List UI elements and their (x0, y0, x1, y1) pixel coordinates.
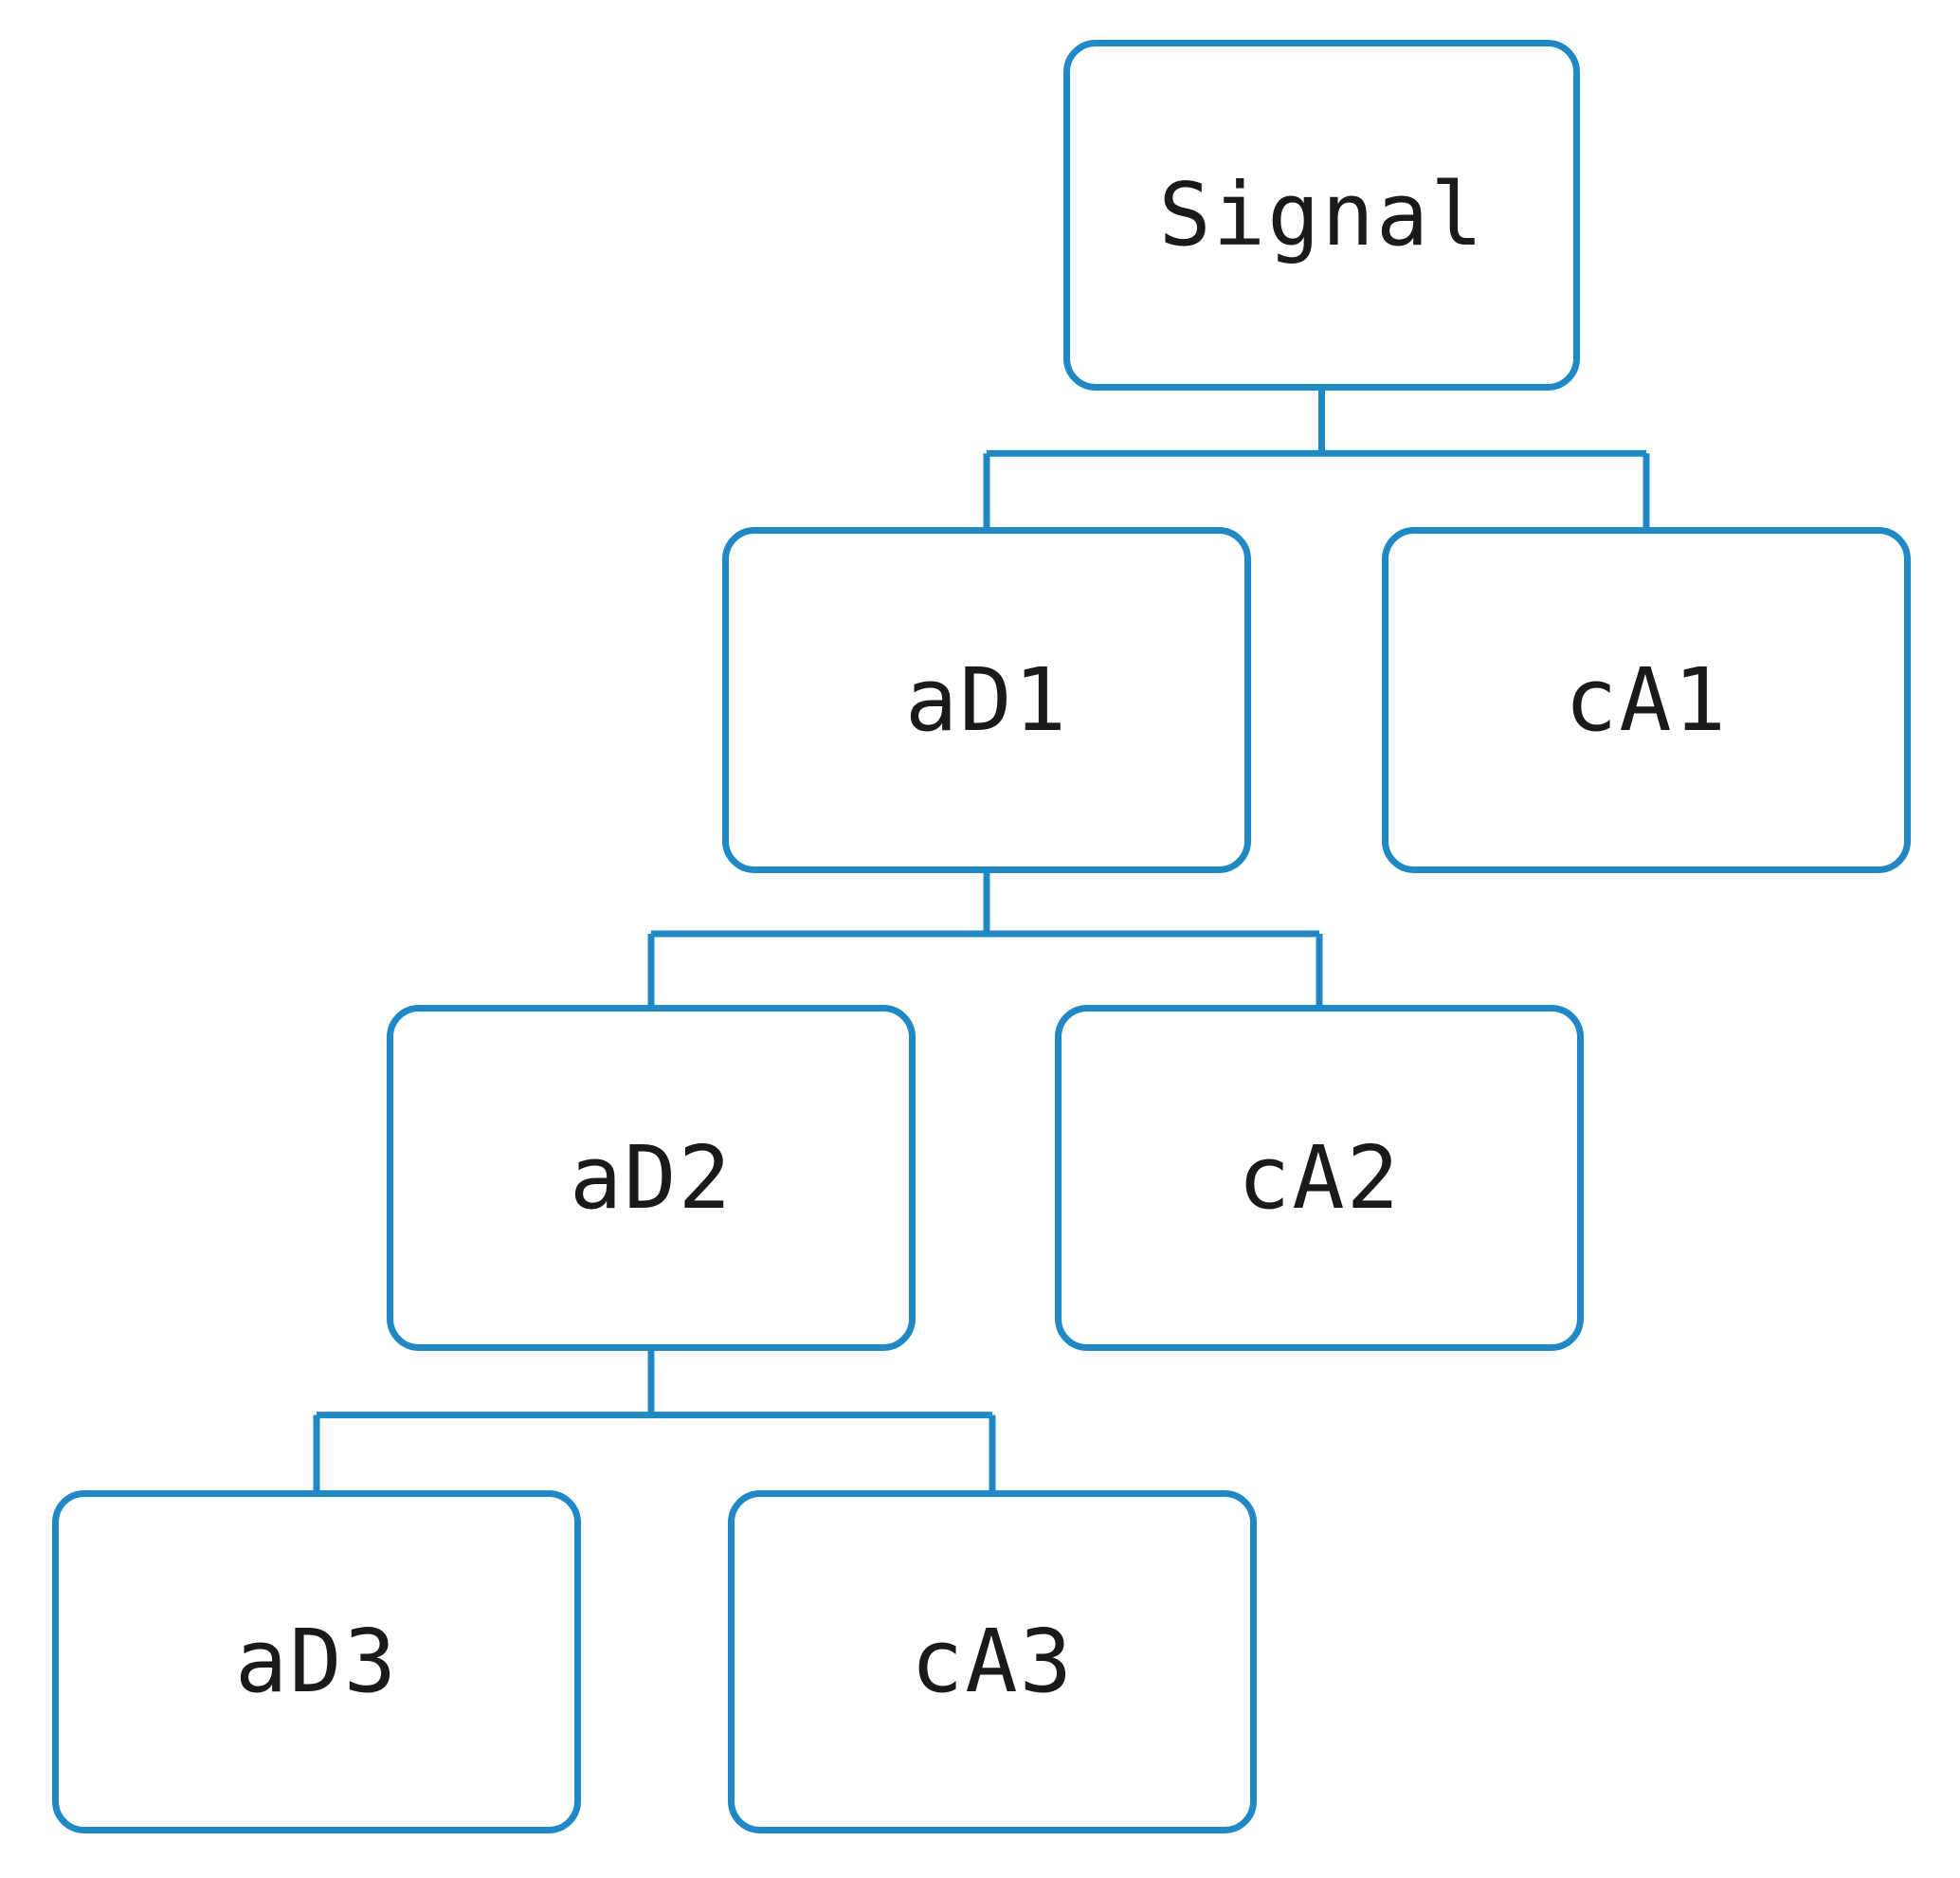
node-ca1-label: cA1 (1564, 648, 1729, 751)
node-ca3-label: cA3 (910, 1611, 1075, 1712)
node-ca2-label: cA2 (1237, 1126, 1402, 1229)
node-ad3-label: aD3 (234, 1611, 399, 1712)
edge-group-signal (983, 391, 1650, 527)
node-ca2[interactable]: cA2 (1055, 1005, 1584, 1351)
node-ad3[interactable]: aD3 (52, 1490, 581, 1833)
edge-group-aD1 (647, 873, 1323, 1005)
node-ad2[interactable]: aD2 (387, 1005, 916, 1351)
edge-group-aD2 (313, 1351, 996, 1490)
node-signal[interactable]: Signal (1063, 40, 1580, 391)
node-ad1[interactable]: aD1 (722, 527, 1251, 873)
node-ca3[interactable]: cA3 (728, 1490, 1257, 1833)
node-ad1-label: aD1 (904, 648, 1069, 751)
node-ad2-label: aD2 (569, 1126, 734, 1229)
node-signal-label: Signal (1158, 164, 1485, 265)
node-ca1[interactable]: cA1 (1382, 527, 1911, 873)
